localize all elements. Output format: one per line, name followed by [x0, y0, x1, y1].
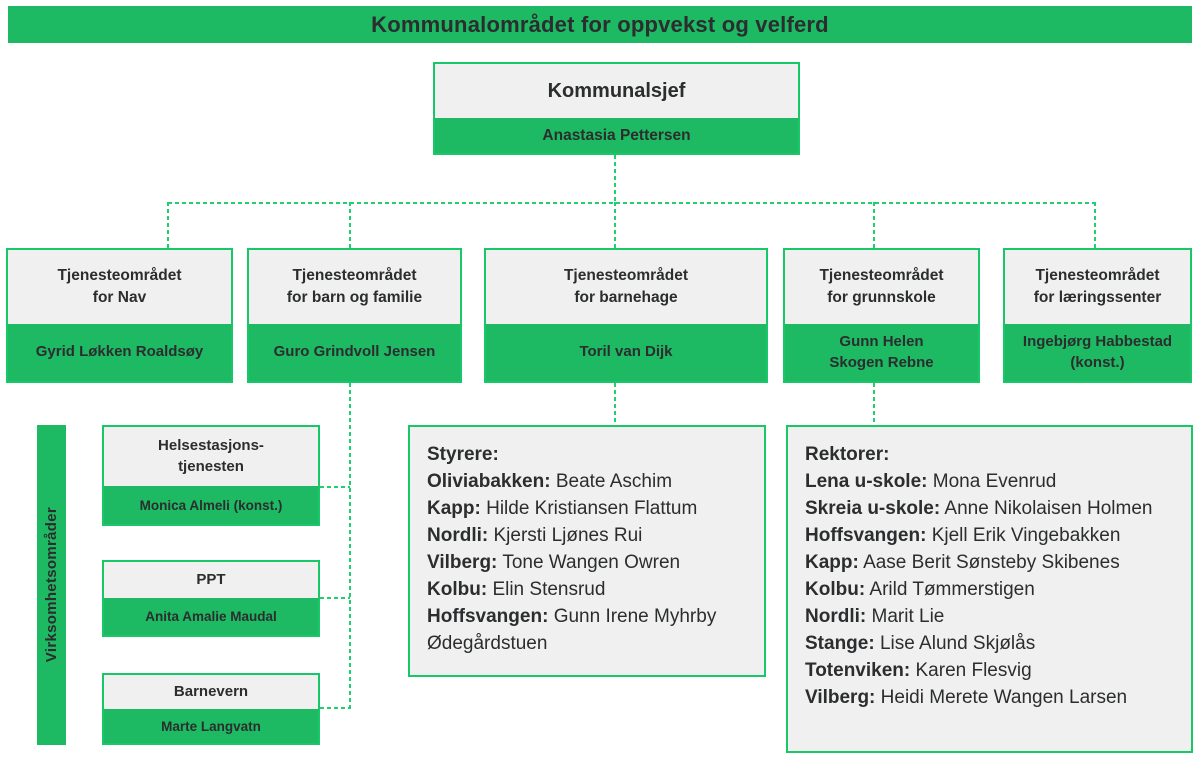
connector-stub-barnevern: [320, 707, 350, 709]
dept-title: Tjenesteområdet for barn og familie: [249, 250, 460, 324]
connector-horizontal-main: [168, 202, 1096, 204]
roster-entry: Vilberg: Heidi Merete Wangen Larsen: [805, 687, 1128, 708]
connector-drop-barn-familie: [349, 202, 351, 248]
unit-name: Monica Almeli (konst.): [104, 486, 318, 524]
roster-entry: Kolbu: Arild Tømmerstigen: [805, 579, 1035, 600]
dept-card-laeringssenter: Tjenesteområdet for læringssenter Ingebj…: [1003, 248, 1192, 383]
unit-card-ppt: PPT Anita Amalie Maudal: [102, 560, 320, 637]
connector-drop-grunnskole: [873, 202, 875, 248]
unit-card-helsestasjonstjenesten: Helsestasjons- tjenesten Monica Almeli (…: [102, 425, 320, 526]
roster-entry: Hoffsvangen: Gunn Irene Myhrby Ødegårdst…: [427, 606, 717, 654]
rektorer-heading: Rektorer:: [805, 444, 890, 465]
styrere-box: Styrere: Oliviabakken: Beate Aschim Kapp…: [408, 425, 766, 677]
connector-stub-helsestasjon: [320, 486, 350, 488]
dept-title: Tjenesteområdet for Nav: [8, 250, 231, 324]
connector-rektorer: [873, 383, 875, 425]
dept-card-nav: Tjenesteområdet for Nav Gyrid Løkken Roa…: [6, 248, 233, 383]
dept-title: Tjenesteområdet for læringssenter: [1005, 250, 1190, 324]
dept-name: Gunn Helen Skogen Rebne: [785, 324, 978, 381]
roster-entry: Lena u-skole: Mona Evenrud: [805, 471, 1057, 492]
dept-card-barnehage: Tjenesteområdet for barnehage Toril van …: [484, 248, 768, 383]
styrere-heading: Styrere:: [427, 444, 499, 465]
virksomhetsomrader-label: Virksomhetsområder: [43, 507, 60, 663]
roster-entry: Vilberg: Tone Wangen Owren: [427, 552, 681, 573]
leader-card: Kommunalsjef Anastasia Pettersen: [433, 62, 800, 155]
roster-entry: Nordli: Marit Lie: [805, 606, 945, 627]
dept-title: Tjenesteområdet for barnehage: [486, 250, 766, 324]
roster-entry: Skreia u-skole: Anne Nikolaisen Holmen: [805, 498, 1153, 519]
connector-drop-nav: [167, 202, 169, 248]
roster-entry: Hoffsvangen: Kjell Erik Vingebakken: [805, 525, 1121, 546]
connector-stub-ppt: [320, 597, 350, 599]
connector-leader-down: [614, 155, 616, 203]
roster-entry: Stange: Lise Alund Skjølås: [805, 633, 1036, 654]
unit-title: Helsestasjons- tjenesten: [104, 427, 318, 486]
dept-name: Guro Grindvoll Jensen: [249, 324, 460, 381]
connector-styrere: [614, 383, 616, 425]
unit-title: PPT: [104, 562, 318, 598]
roster-entry: Nordli: Kjersti Ljønes Rui: [427, 525, 643, 546]
virksomhetsomrader-bar: Virksomhetsområder: [37, 425, 66, 745]
dept-name: Ingebjørg Habbestad (konst.): [1005, 324, 1190, 381]
dept-card-barn-og-familie: Tjenesteområdet for barn og familie Guro…: [247, 248, 462, 383]
roster-entry: Kolbu: Elin Stensrud: [427, 579, 606, 600]
dept-name: Gyrid Løkken Roaldsøy: [8, 324, 231, 381]
dept-name: Toril van Dijk: [486, 324, 766, 381]
unit-name: Marte Langvatn: [104, 709, 318, 743]
rektorer-box: Rektorer: Lena u-skole: Mona Evenrud Skr…: [786, 425, 1193, 753]
connector-units-vertical: [349, 383, 351, 709]
connector-drop-barnehage: [614, 202, 616, 248]
roster-entry: Oliviabakken: Beate Aschim: [427, 471, 673, 492]
roster-entry: Totenviken: Karen Flesvig: [805, 660, 1032, 681]
leader-title: Kommunalsjef: [435, 64, 798, 118]
unit-card-barnevern: Barnevern Marte Langvatn: [102, 673, 320, 745]
chart-title: Kommunalområdet for oppvekst og velferd: [371, 11, 829, 37]
dept-card-grunnskole: Tjenesteområdet for grunnskole Gunn Hele…: [783, 248, 980, 383]
roster-entry: Kapp: Hilde Kristiansen Flattum: [427, 498, 698, 519]
unit-name: Anita Amalie Maudal: [104, 598, 318, 635]
leader-name: Anastasia Pettersen: [435, 118, 798, 153]
dept-title: Tjenesteområdet for grunnskole: [785, 250, 978, 324]
connector-drop-laeringssenter: [1094, 202, 1096, 248]
unit-title: Barnevern: [104, 675, 318, 709]
chart-title-banner: Kommunalområdet for oppvekst og velferd: [8, 6, 1192, 43]
roster-entry: Kapp: Aase Berit Sønsteby Skibenes: [805, 552, 1120, 573]
